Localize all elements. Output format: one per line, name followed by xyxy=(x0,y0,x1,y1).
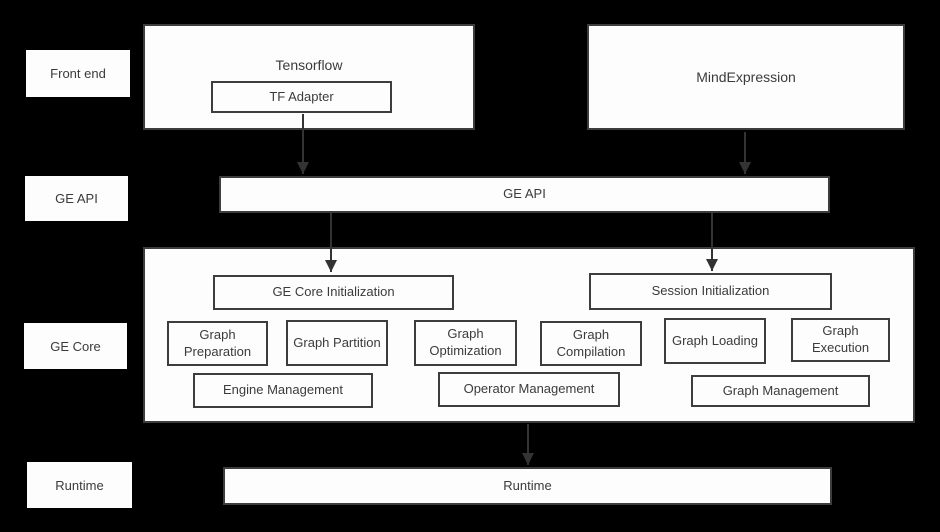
tf-adapter-box: TF Adapter xyxy=(211,81,392,113)
graph-preparation-box: Graph Preparation xyxy=(167,321,268,366)
row-label-ge-core: GE Core xyxy=(24,323,127,369)
mindexpression-box: MindExpression xyxy=(587,24,905,130)
operator-management-box: Operator Management xyxy=(438,372,620,407)
graph-execution-box: Graph Execution xyxy=(791,318,890,362)
graph-partition-box: Graph Partition xyxy=(286,320,388,366)
session-initialization-box: Session Initialization xyxy=(589,273,832,310)
graph-management-box: Graph Management xyxy=(691,375,870,407)
tensorflow-box: Tensorflow TF Adapter xyxy=(143,24,475,130)
graph-compilation-box: Graph Compilation xyxy=(540,321,642,366)
runtime-bar: Runtime xyxy=(223,467,832,505)
graph-optimization-box: Graph Optimization xyxy=(414,320,517,366)
graph-loading-box: Graph Loading xyxy=(664,318,766,364)
ge-api-bar: GE API xyxy=(219,176,830,213)
tensorflow-label: Tensorflow xyxy=(275,57,343,73)
row-label-runtime: Runtime xyxy=(27,462,132,508)
ge-core-initialization-box: GE Core Initialization xyxy=(213,275,454,310)
row-label-ge-api: GE API xyxy=(25,176,128,221)
engine-management-box: Engine Management xyxy=(193,373,373,408)
row-label-front-end: Front end xyxy=(26,50,130,97)
ge-core-box: GE Core Initialization Session Initializ… xyxy=(143,247,915,423)
